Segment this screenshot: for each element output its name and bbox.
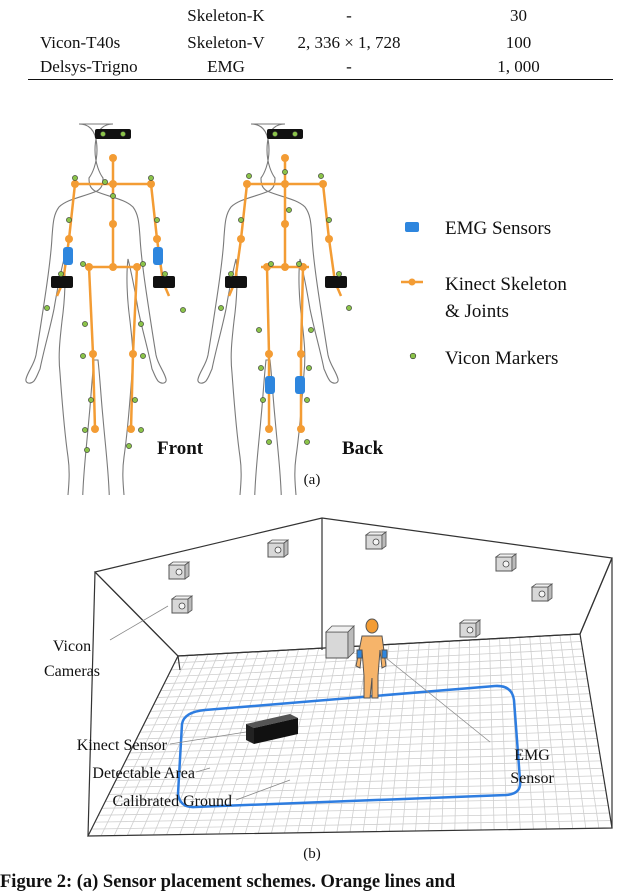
figure-a: Front <box>25 123 567 495</box>
back-body: Back <box>197 123 384 495</box>
emg-legend-swatch <box>405 222 419 232</box>
legend-kinect-line1: Kinect Skeleton <box>445 274 567 295</box>
sublabel-a: (a) <box>304 472 321 488</box>
legend-kinect-line2: & Joints <box>445 301 509 322</box>
figure-caption: Figure 2: (a) Sensor placement schemes. … <box>0 872 456 892</box>
cell-resolution: - <box>274 55 424 80</box>
back-label: Back <box>342 438 384 459</box>
figure-b: Vicon Cameras Kinect Sensor Detectable A… <box>44 517 613 862</box>
label-emg-sensor-2: Sensor <box>510 770 554 787</box>
label-vicon-cameras-1: Vicon <box>53 638 91 655</box>
cell-rate: 1, 000 <box>424 55 613 80</box>
label-calibrated-ground: Calibrated Ground <box>112 793 232 810</box>
cell-modality: Skeleton-K <box>187 6 265 25</box>
cell-device: Vicon-T40s <box>40 33 121 52</box>
floor-grid <box>88 634 612 836</box>
cell-modality: Skeleton-V <box>187 33 265 52</box>
cell-rate: 30 <box>510 6 527 25</box>
kinect-legend-swatch <box>408 278 416 286</box>
table-row: Delsys-Trigno EMG - 1, 000 <box>28 55 613 80</box>
vicon-legend-swatch <box>409 352 417 360</box>
front-label: Front <box>157 438 204 459</box>
cell-resolution: 2, 336 × 1, 728 <box>297 33 401 52</box>
person-icon <box>355 618 388 699</box>
legend: EMG Sensors Kinect Skeleton & Joints Vic… <box>401 218 567 369</box>
detectable-area <box>176 684 522 809</box>
room-frame <box>87 517 613 837</box>
legend-vicon: Vicon Markers <box>445 348 558 369</box>
legend-emg: EMG Sensors <box>445 218 551 239</box>
cell-resolution: - <box>346 6 352 25</box>
cell-rate: 100 <box>505 33 532 52</box>
sensor-table: Skeleton-K - 30 Vicon-T40s Skeleton-V 2,… <box>28 0 613 80</box>
table-row: Skeleton-K - 30 <box>28 0 613 31</box>
label-vicon-cameras-2: Cameras <box>44 663 100 680</box>
front-body: Front <box>25 123 204 495</box>
leader-lines <box>109 605 491 801</box>
kinect-sensor-icon <box>246 714 298 744</box>
cell-device <box>28 0 178 31</box>
cell-modality: EMG <box>178 55 274 80</box>
vicon-camera-icon <box>168 531 553 659</box>
label-kinect-sensor: Kinect Sensor <box>77 737 168 754</box>
sublabel-b: (b) <box>303 846 321 862</box>
cell-device: Delsys-Trigno <box>28 55 178 80</box>
label-emg-sensor-1: EMG <box>514 747 550 764</box>
table-row: Vicon-T40s Skeleton-V 2, 336 × 1, 728 10… <box>28 31 613 55</box>
label-detectable-area: Detectable Area <box>92 765 195 782</box>
